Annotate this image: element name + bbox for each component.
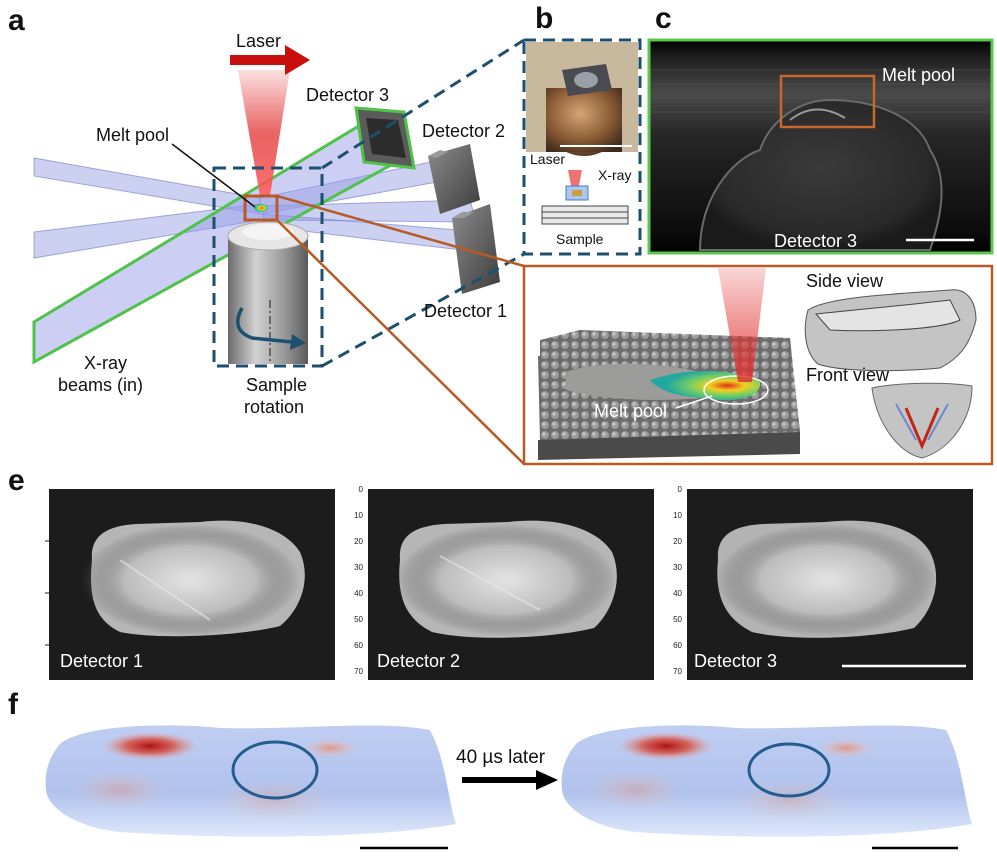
e3-tick-50: 50 <box>673 615 682 624</box>
rotation-label-line2: rotation <box>244 397 305 417</box>
e-detector2-label: Detector 2 <box>377 651 461 671</box>
f-left-circle <box>231 740 319 800</box>
c-melt-pool-label: Melt pool <box>882 65 956 85</box>
e2-tick-40: 40 <box>354 589 363 598</box>
panel-label-c: c <box>655 2 672 35</box>
e3-tick-20: 20 <box>673 537 682 546</box>
e-detector1-label: Detector 1 <box>60 651 144 671</box>
rotation-label-line1: Sample <box>246 375 308 395</box>
e3-tick-40: 40 <box>673 589 682 598</box>
xray-label-line1: X-ray <box>84 353 128 373</box>
panel-label-f: f <box>8 688 18 721</box>
melt-pool-box <box>243 194 279 222</box>
b-laser-label: Laser <box>530 151 566 167</box>
e2-tick-20: 20 <box>354 537 363 546</box>
panel-label-a: a <box>8 4 25 37</box>
e2-tick-50: 50 <box>354 615 363 624</box>
d-melt-pool-label: Melt pool <box>594 401 668 421</box>
f-right-circle <box>747 742 831 798</box>
e3-tick-70: 70 <box>673 667 682 676</box>
detector3-label: Detector 3 <box>306 85 390 105</box>
e2-tick-10: 10 <box>354 511 363 520</box>
c-melt-pool-box <box>779 74 876 129</box>
detector-1 <box>452 204 500 294</box>
e3-tick-60: 60 <box>673 641 682 650</box>
laser-label: Laser <box>236 31 282 51</box>
e2-tick-0: 0 <box>358 485 363 494</box>
e3-tick-30: 30 <box>673 563 682 572</box>
c-detector-label: Detector 3 <box>774 231 858 251</box>
e2-tick-30: 30 <box>354 563 363 572</box>
e3-tick-0: 0 <box>677 485 682 494</box>
e3-tick-10: 10 <box>673 511 682 520</box>
b-sample-label: Sample <box>556 231 604 247</box>
b-xray-label: X-ray <box>598 167 632 183</box>
laser-direction-arrow <box>230 45 310 75</box>
detector1-label: Detector 1 <box>424 301 508 321</box>
sample-dashed-box <box>212 166 324 368</box>
e2-tick-70: 70 <box>354 667 363 676</box>
f-arrow-label: 40 µs later <box>456 747 546 768</box>
detector2-label: Detector 2 <box>422 121 506 141</box>
xray-label-line2: beams (in) <box>58 375 144 395</box>
detector-2 <box>428 144 480 214</box>
front-view-label: Front view <box>806 365 890 385</box>
melt-pool-label: Melt pool <box>96 125 170 145</box>
panel-label-b: b <box>535 2 554 35</box>
f-arrow-head <box>536 770 558 790</box>
sample-cylinder <box>227 221 309 364</box>
e2-tick-60: 60 <box>354 641 363 650</box>
e-detector3-label: Detector 3 <box>694 651 778 671</box>
panel-label-e: e <box>8 464 25 497</box>
side-view-label: Side view <box>806 271 884 291</box>
front-view-shape <box>871 382 973 459</box>
laser-beam <box>238 70 290 196</box>
